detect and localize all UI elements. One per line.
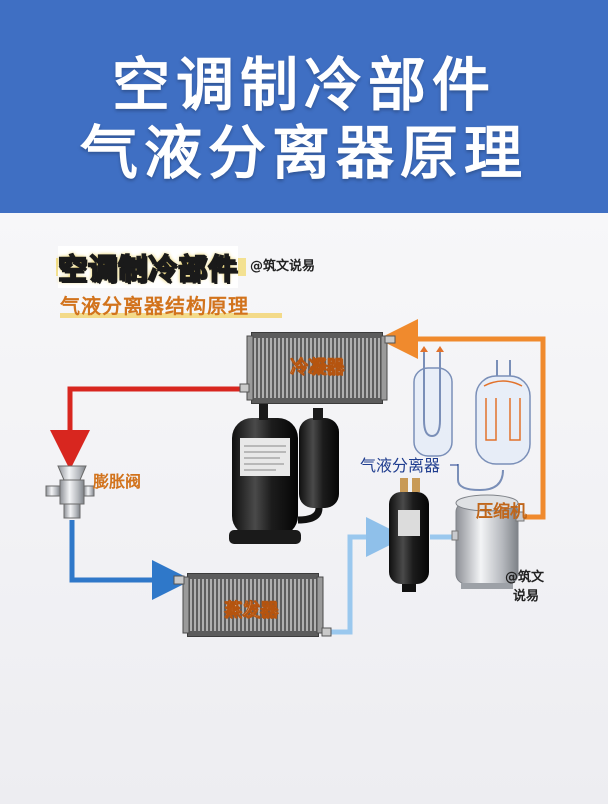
separator-cutaway-left [414,346,452,456]
watermark-bottom: @筑文 说易 [505,568,555,606]
condenser-label: 冷凝器 [290,353,344,379]
compressor-label: 压缩机 [476,500,498,525]
expansion-valve-label: 膨胀阀 [93,468,141,492]
evaporator-label: 蒸发器 [224,596,278,622]
watermark-bottom-line1: @筑文 [505,568,555,587]
rotary-compressor [229,404,339,544]
pipe-cool-line [72,520,172,580]
pipe-hot-line [70,389,247,450]
expansion-valve [46,466,94,518]
separator-label: 气液分离器 [360,452,440,476]
watermark-bottom-line2: 说易 [505,587,555,606]
separator-cutaway-right [458,360,530,490]
accumulator [389,478,429,592]
